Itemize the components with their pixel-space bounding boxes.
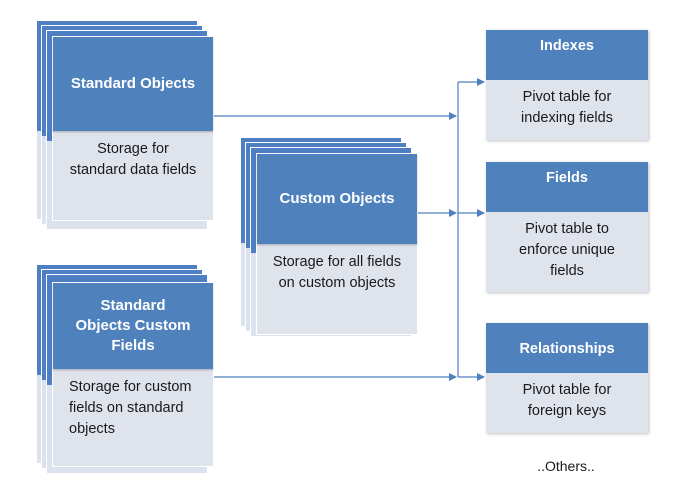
standard-objects-custom-fields-description: Storage for custom fields on standard ob… xyxy=(69,379,192,437)
standard-objects-custom-fields-card: Standard Objects Custom Fields Storage f… xyxy=(52,282,214,467)
fields-card: Fields Pivot table to enforce unique fie… xyxy=(486,162,648,292)
standard-objects-description: Storage for standard data fields xyxy=(69,141,197,178)
relationships-title: Relationships xyxy=(486,323,648,373)
custom-objects-description: Storage for all fields on custom objects xyxy=(272,254,402,291)
standard-objects-card: Standard Objects Storage for standard da… xyxy=(52,36,214,221)
standard-objects-title: Standard Objects xyxy=(53,37,213,131)
fields-description: Pivot table to enforce unique fields xyxy=(519,221,615,279)
indexes-card: Indexes Pivot table for indexing fields xyxy=(486,30,648,140)
relationships-card: Relationships Pivot table for foreign ke… xyxy=(486,323,648,433)
others-note: ..Others.. xyxy=(537,458,595,474)
indexes-description: Pivot table for indexing fields xyxy=(521,89,613,126)
fields-title: Fields xyxy=(486,162,648,212)
standard-objects-custom-fields-title: Standard Objects Custom Fields xyxy=(53,283,213,369)
custom-objects-title: Custom Objects xyxy=(257,154,417,244)
indexes-title: Indexes xyxy=(486,30,648,80)
relationships-description: Pivot table for foreign keys xyxy=(522,382,612,419)
custom-objects-card: Custom Objects Storage for all fields on… xyxy=(256,153,418,335)
